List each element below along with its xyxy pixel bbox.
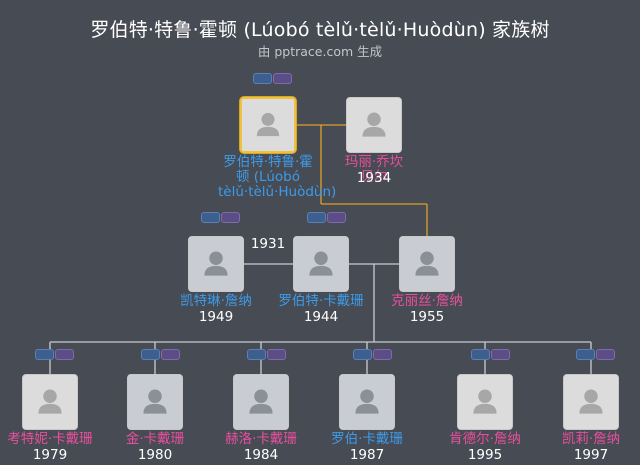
person-name-kim[interactable]: 金·卡戴珊 [125, 431, 185, 447]
relation-tag-blue[interactable] [247, 349, 266, 360]
person-name-mary_jo[interactable]: 玛丽·乔坎贝尔 [344, 154, 404, 185]
person-photo-kylie[interactable] [563, 374, 619, 430]
relation-tag-purple[interactable] [327, 212, 346, 223]
person-name-khloe[interactable]: 赫洛·卡戴珊 [225, 431, 297, 447]
person-name-caitlyn[interactable]: 凯特琳·詹纳 [180, 293, 252, 309]
person-silhouette-icon [189, 237, 243, 291]
relation-tag-blue[interactable] [141, 349, 160, 360]
person-birth-year-rob: 1987 [349, 447, 385, 463]
person-name-kendall[interactable]: 肯德尔·詹纳 [449, 431, 521, 447]
generator-credit: 由 pptrace.com 生成 [257, 44, 383, 59]
person-silhouette-icon [340, 375, 394, 429]
person-photo-robert_sr[interactable] [240, 97, 296, 153]
person-name-kris[interactable]: 克丽丝·詹纳 [391, 293, 463, 309]
relation-tag-purple[interactable] [491, 349, 510, 360]
person-photo-kris[interactable] [399, 236, 455, 292]
person-photo-rob[interactable] [339, 374, 395, 430]
page-title: 罗伯特·特鲁·霍顿 (Lúobó tèlǔ·tèlǔ·Huòdùn) 家族树 [90, 19, 550, 41]
person-photo-kim[interactable] [127, 374, 183, 430]
relation-tag-purple[interactable] [161, 349, 180, 360]
relation-tag-blue[interactable] [35, 349, 54, 360]
person-birth-year-kendall: 1995 [467, 447, 503, 463]
person-name-kylie[interactable]: 凯莉·詹纳 [561, 431, 621, 447]
person-silhouette-icon [458, 375, 512, 429]
person-silhouette-icon [347, 98, 401, 152]
person-birth-year-khloe: 1984 [243, 447, 279, 463]
person-photo-kendall[interactable] [457, 374, 513, 430]
relation-tag-purple[interactable] [55, 349, 74, 360]
relation-tag-purple[interactable] [596, 349, 615, 360]
relation-tag-blue[interactable] [201, 212, 220, 223]
relation-tag-purple[interactable] [267, 349, 286, 360]
person-photo-kourtney[interactable] [22, 374, 78, 430]
person-birth-year-kourtney: 1979 [32, 447, 68, 463]
person-silhouette-icon [294, 237, 348, 291]
person-silhouette-icon [23, 375, 77, 429]
relation-tag-blue[interactable] [307, 212, 326, 223]
person-silhouette-icon [400, 237, 454, 291]
relation-tag-blue[interactable] [576, 349, 595, 360]
person-name-robert_sr[interactable]: 罗伯特·特鲁·霍顿 (Lúobó tèlǔ·tèlǔ·Huòdùn) [218, 154, 337, 200]
person-birth-year-kylie: 1997 [573, 447, 609, 463]
person-name-rob[interactable]: 罗伯·卡戴珊 [331, 431, 403, 447]
relation-tag-blue[interactable] [253, 73, 272, 84]
person-birth-year-kris: 1955 [409, 309, 445, 325]
person-name-robert_k[interactable]: 罗伯特·卡戴珊 [278, 293, 364, 309]
person-photo-khloe[interactable] [233, 374, 289, 430]
relation-tag-purple[interactable] [221, 212, 240, 223]
relation-tag-purple[interactable] [373, 349, 392, 360]
person-silhouette-icon [128, 375, 182, 429]
person-name-kourtney[interactable]: 考特妮·卡戴珊 [7, 431, 93, 447]
person-photo-robert_k[interactable] [293, 236, 349, 292]
person-silhouette-icon [242, 99, 294, 151]
person-birth-year-robert_k: 1944 [303, 309, 339, 325]
person-birth-year-kim: 1980 [137, 447, 173, 463]
person-birth-year-mary_jo: 1934 [356, 170, 392, 186]
person-birth-year-robert_sr: 1931 [250, 236, 286, 252]
relation-tag-blue[interactable] [471, 349, 490, 360]
person-birth-year-caitlyn: 1949 [198, 309, 234, 325]
person-silhouette-icon [234, 375, 288, 429]
person-photo-mary_jo[interactable] [346, 97, 402, 153]
person-photo-caitlyn[interactable] [188, 236, 244, 292]
relation-tag-purple[interactable] [273, 73, 292, 84]
person-silhouette-icon [564, 375, 618, 429]
relation-tag-blue[interactable] [353, 349, 372, 360]
